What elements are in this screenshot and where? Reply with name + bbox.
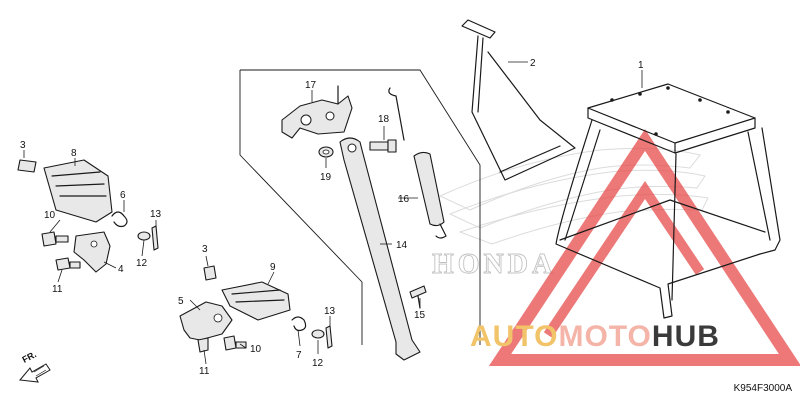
callout-10-left: 10 (44, 210, 56, 221)
stand-lever (461, 19, 576, 181)
watermark-part-2: MOTO (558, 320, 652, 353)
callout-12-left: 12 (136, 258, 148, 269)
watermark-part-1: AUTO (470, 320, 559, 353)
callout-8: 8 (71, 148, 77, 159)
leader-lines (23, 61, 643, 365)
side-stand-spring (388, 87, 447, 239)
callout-11-right: 11 (199, 366, 210, 377)
watermark-part-3: HUB (651, 320, 720, 353)
callout-4: 4 (118, 264, 124, 275)
side-stand-bracket (281, 85, 353, 139)
diagram-code: K954F3000A (733, 383, 792, 394)
callout-13-left: 13 (150, 209, 162, 220)
callout-9: 9 (270, 262, 276, 273)
honda-wing-watermark (438, 147, 709, 245)
callout-1: 1 (638, 60, 644, 71)
spring-hook-bolt (409, 285, 427, 309)
callout-5: 5 (178, 296, 184, 307)
callout-7: 7 (296, 350, 302, 361)
callout-6: 6 (120, 190, 126, 201)
callout-15: 15 (414, 310, 426, 321)
left-footpeg-group (17, 159, 159, 273)
callout-12-right: 12 (312, 358, 324, 369)
callout-3-right: 3 (202, 244, 208, 255)
callout-labels: 1 2 3 3 4 5 6 7 8 9 10 10 11 11 12 12 13… (20, 58, 644, 377)
forward-arrow-icon (19, 363, 51, 383)
red-triangle-logo (488, 129, 800, 366)
collar (318, 146, 334, 158)
pivot-bolt (369, 139, 397, 153)
right-footpeg-group (179, 265, 333, 353)
group-frame (239, 69, 481, 345)
side-stand (339, 137, 421, 361)
work-stand (555, 83, 781, 319)
site-watermark: AUTO MOTO HUB (470, 320, 720, 353)
callout-19: 19 (320, 172, 332, 183)
callout-10-right: 10 (250, 344, 262, 355)
callout-16: 16 (398, 194, 410, 205)
callout-3-left: 3 (20, 140, 26, 151)
callout-17: 17 (305, 80, 317, 91)
callout-14: 14 (396, 240, 408, 251)
callout-13-right: 13 (324, 306, 336, 317)
callout-2: 2 (530, 58, 536, 69)
callout-11-left: 11 (52, 284, 63, 295)
callout-18: 18 (378, 114, 390, 125)
honda-brand-watermark: HONDA (432, 249, 556, 280)
